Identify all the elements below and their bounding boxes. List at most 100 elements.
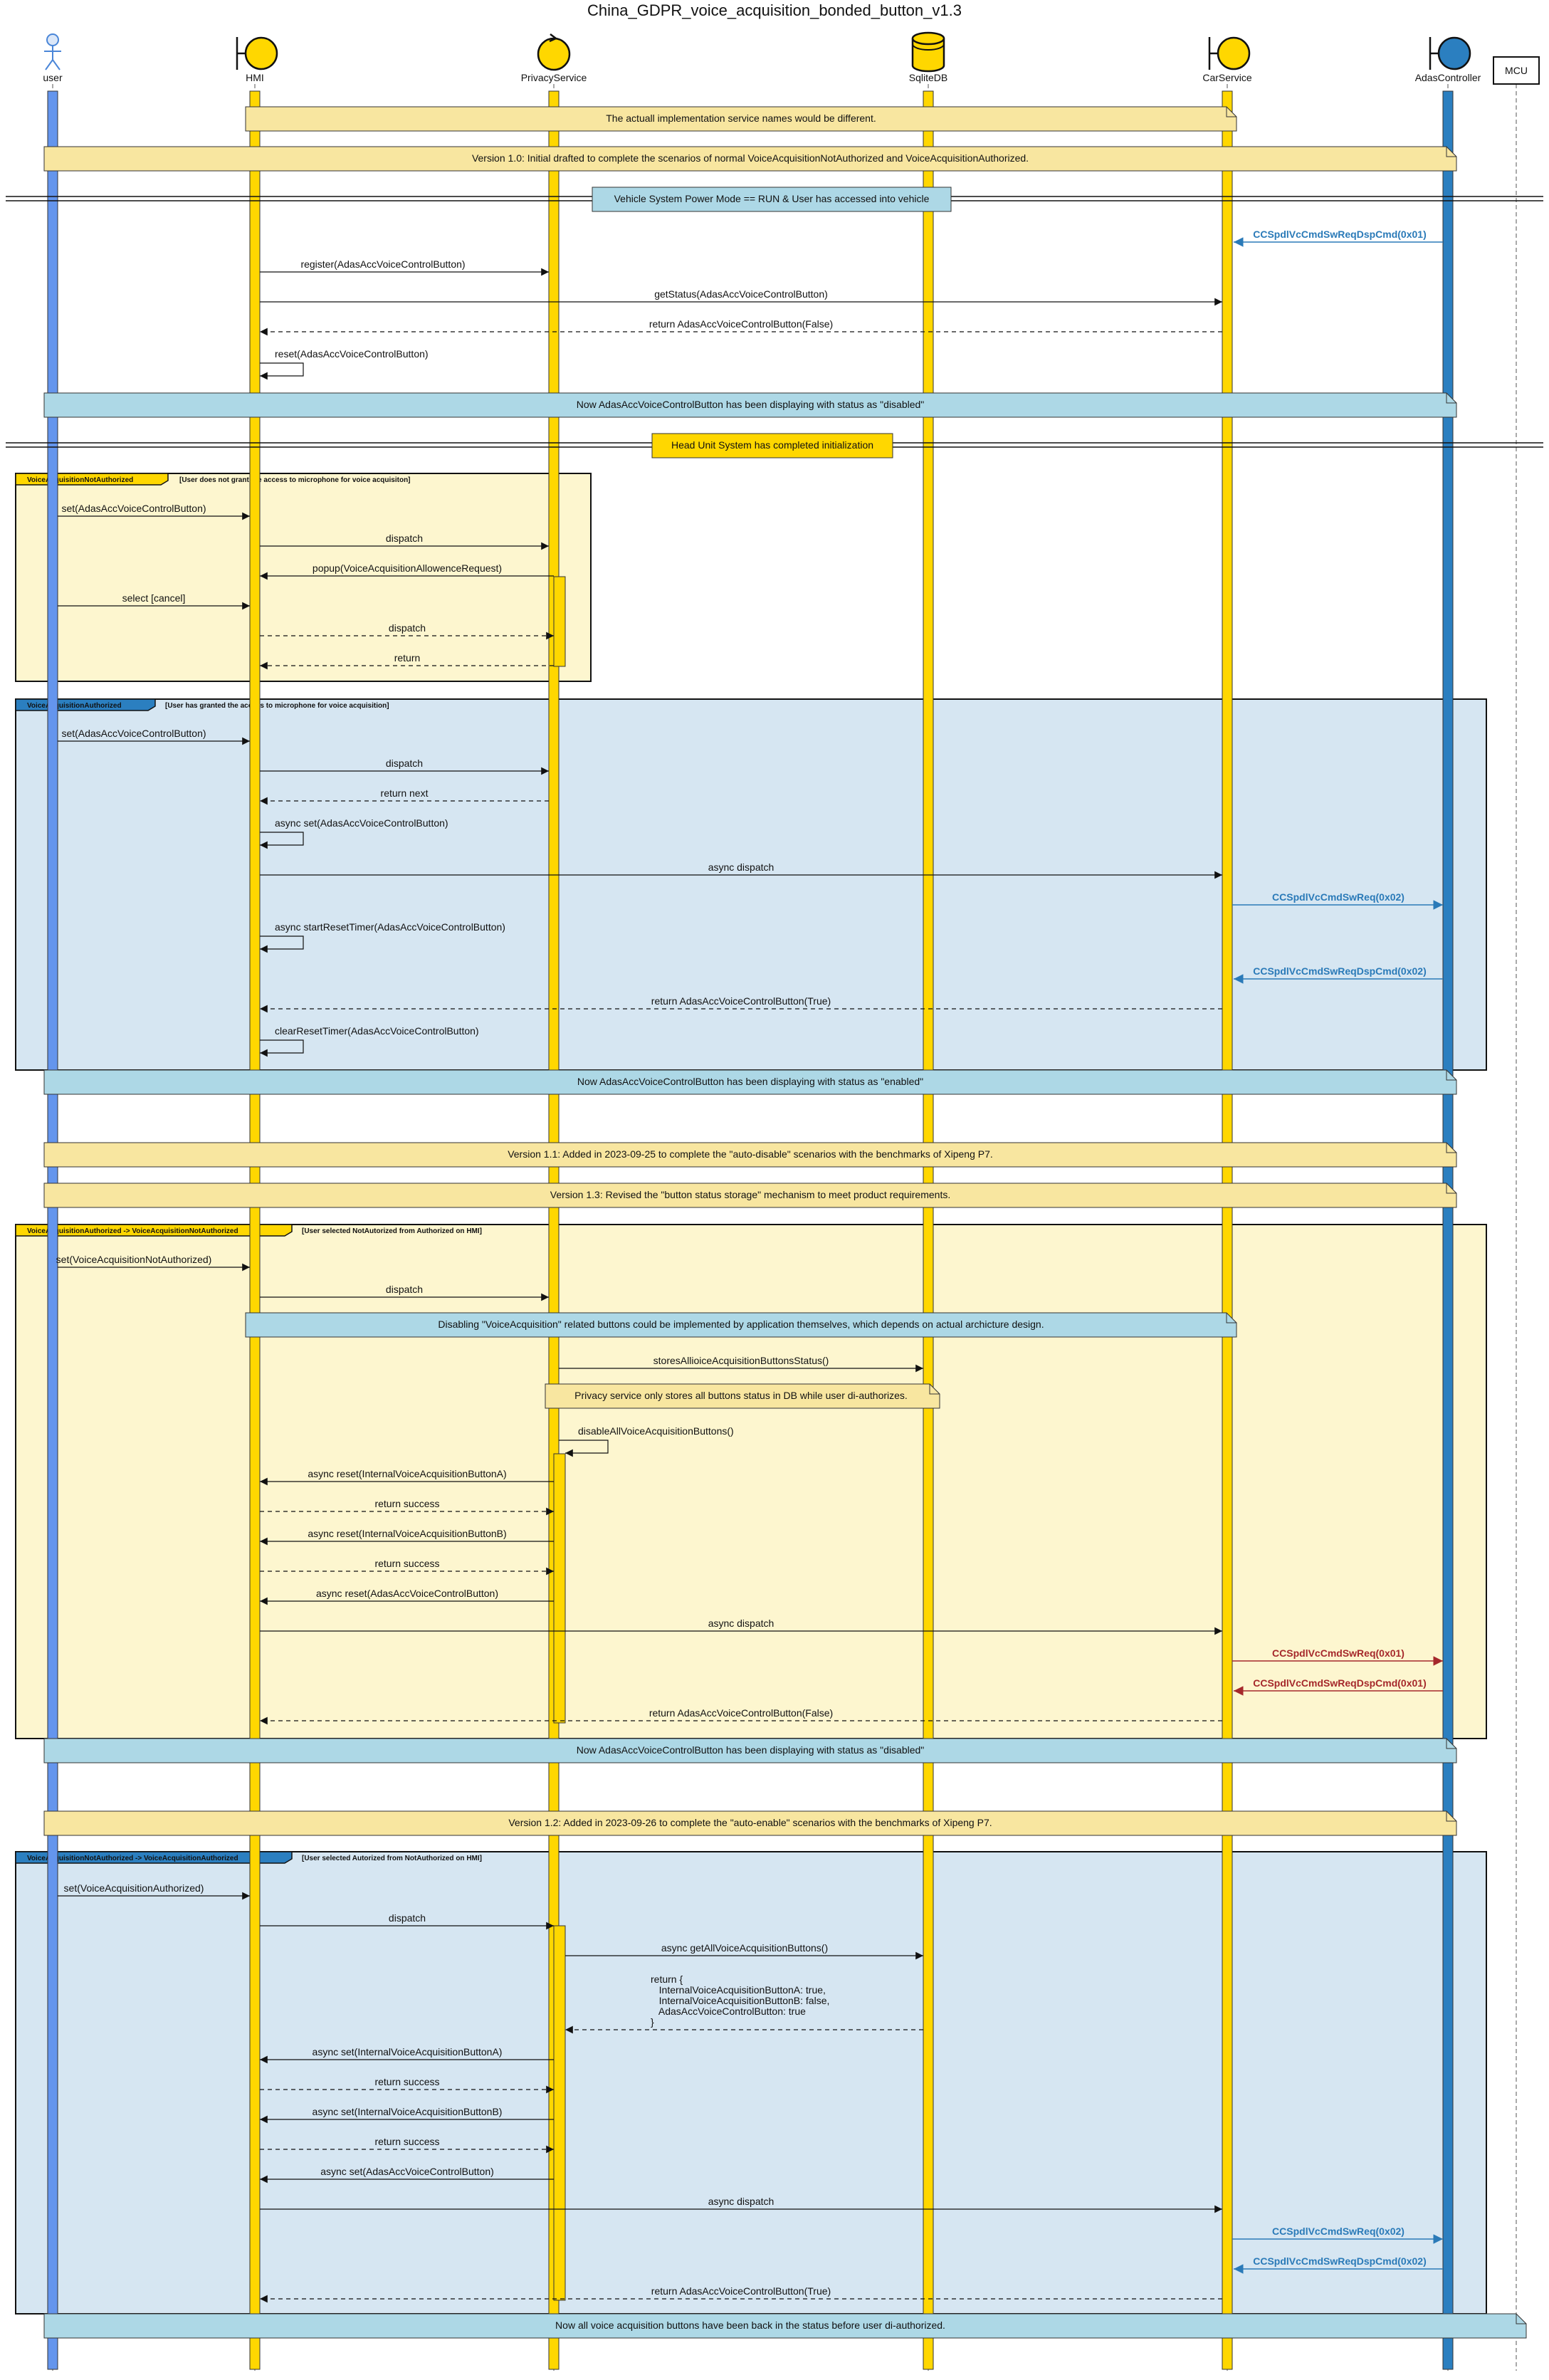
participant-label: SqliteDB: [909, 72, 947, 83]
message-ccspdl-dsp-02-b: CCSpdlVcCmdSwReqDspCmd(0x02): [1234, 2255, 1443, 2274]
note-text: The actuall implementation service names…: [606, 112, 876, 124]
message-label: storesAllioiceAcquisitionButtonsStatus(): [653, 1355, 829, 1366]
message-label: dispatch: [386, 1284, 423, 1295]
message-label: set(VoiceAcquisitionAuthorized): [64, 1882, 204, 1894]
message-label-line: return {: [651, 1973, 683, 1985]
note-disabling-impl: Disabling "VoiceAcquisition" related but…: [245, 1312, 1237, 1338]
message-get-status: getStatus(AdasAccVoiceControlButton): [260, 288, 1222, 306]
message-label: async startResetTimer(AdasAccVoiceContro…: [275, 921, 505, 933]
message-return-true-2: return AdasAccVoiceControlButton(True): [260, 2285, 1222, 2303]
fragment-condition: [User does not grant the access to micro…: [179, 476, 411, 484]
message-label: return next: [381, 787, 429, 799]
message-label: async set(AdasAccVoiceControlButton): [275, 817, 448, 829]
message-label: CCSpdlVcCmdSwReqDspCmd(0x01): [1253, 229, 1427, 240]
activations: [553, 576, 566, 2301]
note-version-1-2: Version 1.2: Added in 2023-09-26 to comp…: [43, 1810, 1457, 1836]
message-set-a: async set(InternalVoiceAcquisitionButton…: [260, 2046, 554, 2064]
message-label-line: }: [651, 2016, 654, 2028]
message-f4-dispatch: dispatch: [260, 1912, 554, 1930]
message-label: CCSpdlVcCmdSwReqDspCmd(0x02): [1253, 2255, 1427, 2267]
message-label: return AdasAccVoiceControlButton(True): [651, 2285, 831, 2297]
lifeline-car: [1222, 90, 1233, 2370]
message-label: return: [394, 652, 421, 664]
message-ccspdl-dsp-01: CCSpdlVcCmdSwReqDspCmd(0x01): [1234, 229, 1443, 247]
message-label: async dispatch: [708, 1618, 774, 1629]
message-label: return success: [374, 1498, 439, 1509]
message-label: set(AdasAccVoiceControlButton): [61, 728, 206, 739]
message-return-true-1: return AdasAccVoiceControlButton(True): [260, 995, 1222, 1013]
message-label-line: AdasAccVoiceControlButton: true: [651, 2006, 806, 2017]
message-label: return AdasAccVoiceControlButton(True): [651, 995, 831, 1007]
lifeline-user: [47, 90, 58, 2370]
note-restored: Now all voice acquisition buttons have b…: [43, 2313, 1527, 2339]
note-text: Version 1.3: Revised the "button status …: [550, 1189, 950, 1200]
message-start-reset-timer: async startResetTimer(AdasAccVoiceContro…: [260, 921, 505, 953]
fragment-authorized: VoiceAcquisitionAuthorized [User has gra…: [15, 698, 1487, 1071]
lifeline-hmi: [249, 90, 261, 2370]
message-ccspdl-req-02-a: CCSpdlVcCmdSwReq(0x02): [1232, 891, 1443, 910]
message-label: dispatch: [386, 533, 423, 544]
fragment-tag: VoiceAcquisitionNotAuthorized: [27, 476, 133, 484]
message-label-line: InternalVoiceAcquisitionButtonB: false,: [651, 1995, 829, 2006]
message-f2-set: set(AdasAccVoiceControlButton): [58, 728, 250, 745]
message-label: dispatch: [386, 757, 423, 769]
fragment-authorized-to-not: VoiceAcquisitionAuthorized -> VoiceAcqui…: [15, 1224, 1487, 1739]
message-label: return success: [374, 1558, 439, 1569]
participant-db: SqliteDB: [909, 31, 947, 83]
message-disable-all: disableAllVoiceAcquisitionButtons(): [559, 1425, 734, 1457]
note-text: Version 1.0: Initial drafted to complete…: [472, 152, 1029, 164]
database-icon: [911, 31, 945, 73]
note-text: Now AdasAccVoiceControlButton has been d…: [577, 1076, 923, 1087]
message-f2-dispatch: dispatch: [260, 757, 549, 775]
message-label: set(VoiceAcquisitionNotAuthorized): [56, 1254, 212, 1265]
divider-hu-init: Head Unit System has completed initializ…: [6, 433, 1543, 458]
message-f2-async-dispatch: async dispatch: [260, 861, 1222, 879]
message-label: return AdasAccVoiceControlButton(False): [649, 318, 833, 330]
message-set-authorized: set(VoiceAcquisitionAuthorized): [58, 1882, 250, 1900]
message-label: return success: [374, 2136, 439, 2147]
fragment-condition: [User selected NotAutorized from Authori…: [302, 1227, 482, 1235]
message-return-buttons: return { InternalVoiceAcquisitionButtonA…: [565, 1973, 923, 2034]
message-label: register(AdasAccVoiceControlButton): [300, 258, 465, 270]
message-f1-dispatch: dispatch: [260, 533, 549, 550]
message-label: async set(AdasAccVoiceControlButton): [320, 2166, 494, 2177]
message-ccspdl-req-02-b: CCSpdlVcCmdSwReq(0x02): [1232, 2226, 1443, 2244]
control-icon: [537, 33, 571, 71]
message-reset-a: async reset(InternalVoiceAcquisitionButt…: [260, 1468, 554, 1486]
participant-adas: AdasController: [1415, 36, 1481, 83]
lifeline-db: [923, 90, 934, 2370]
message-label: CCSpdlVcCmdSwReq(0x02): [1272, 891, 1404, 903]
participant-hmi: HMI: [236, 36, 278, 83]
message-label: CCSpdlVcCmdSwReq(0x01): [1272, 1647, 1404, 1659]
message-label: clearResetTimer(AdasAccVoiceControlButto…: [275, 1025, 479, 1037]
message-label: popup(VoiceAcquisitionAllowenceRequest): [313, 562, 502, 574]
message-return-next: return next: [260, 787, 549, 805]
message-label: CCSpdlVcCmdSwReq(0x02): [1272, 2226, 1404, 2237]
message-ccspdl-dsp-01-red: CCSpdlVcCmdSwReqDspCmd(0x01): [1234, 1677, 1443, 1696]
message-label-line: InternalVoiceAcquisitionButtonA: true,: [651, 1984, 826, 1996]
note-text: Version 1.1: Added in 2023-09-25 to comp…: [508, 1148, 993, 1160]
message-label: disableAllVoiceAcquisitionButtons(): [578, 1425, 734, 1437]
participant-label: AdasController: [1415, 72, 1481, 83]
fragment-tag: VoiceAcquisitionAuthorized: [27, 702, 122, 710]
note-disabled-2: Now AdasAccVoiceControlButton has been d…: [43, 1738, 1457, 1763]
boundary-icon: [236, 36, 278, 70]
message-label: getStatus(AdasAccVoiceControlButton): [654, 288, 828, 300]
message-set-adas: async set(AdasAccVoiceControlButton): [260, 2166, 554, 2184]
message-async-set: async set(AdasAccVoiceControlButton): [260, 817, 448, 849]
fragment-not-authorized: VoiceAcquisitionNotAuthorized [User does…: [15, 473, 592, 682]
participant-label: PrivacyService: [521, 72, 587, 83]
participant-mcu: MCU: [1493, 56, 1540, 85]
message-set-not-authorized: set(VoiceAcquisitionNotAuthorized): [56, 1254, 250, 1272]
message-label: reset(AdasAccVoiceControlButton): [275, 348, 429, 360]
participant-privacy: PrivacyService: [521, 33, 587, 83]
message-label: async dispatch: [708, 861, 774, 873]
divider-text: Head Unit System has completed initializ…: [671, 439, 873, 451]
message-label: return success: [374, 2076, 439, 2087]
fragment-tag: VoiceAcquisitionAuthorized -> VoiceAcqui…: [27, 1227, 238, 1235]
message-reset: reset(AdasAccVoiceControlButton): [260, 348, 429, 380]
message-f1-set: set(AdasAccVoiceControlButton): [58, 503, 250, 520]
note-text: Now AdasAccVoiceControlButton has been d…: [577, 399, 925, 410]
note-version-1-1: Version 1.1: Added in 2023-09-25 to comp…: [43, 1142, 1457, 1168]
message-popup: popup(VoiceAcquisitionAllowenceRequest): [260, 562, 554, 580]
